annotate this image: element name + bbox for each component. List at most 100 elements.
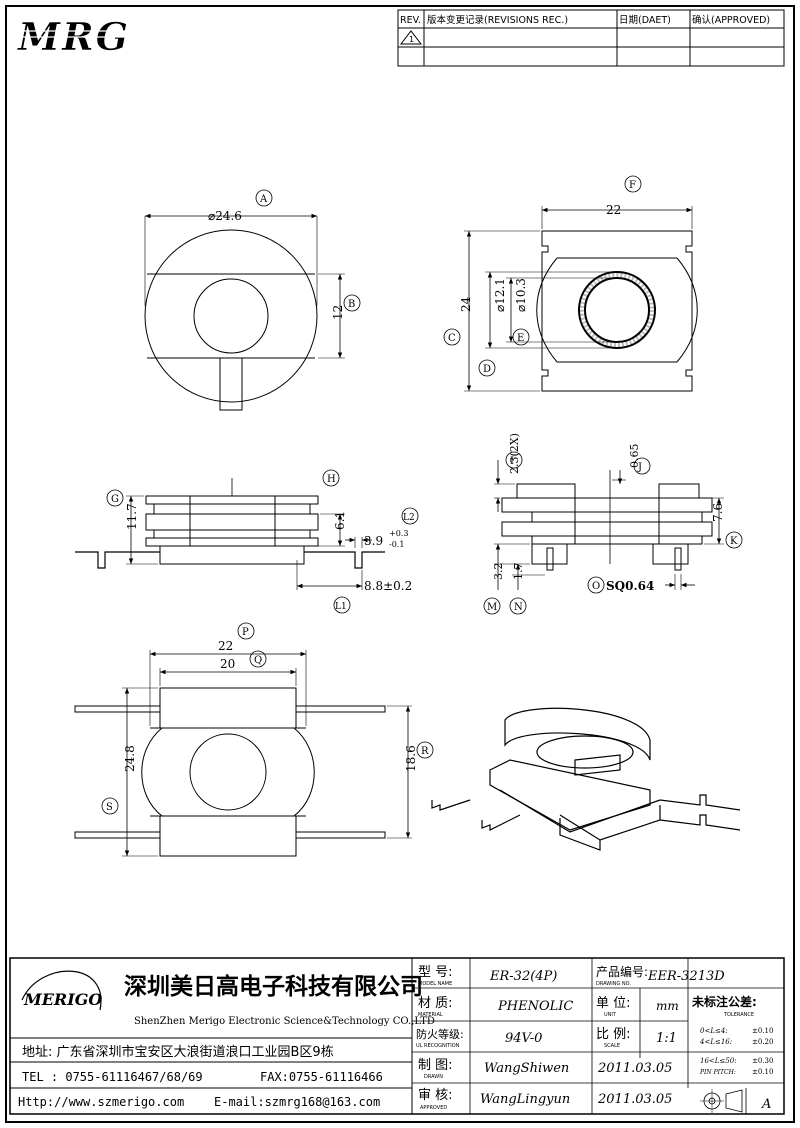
dim-1-7: 1.7 bbox=[512, 563, 525, 581]
drawn-value: WangShiwen bbox=[484, 1061, 569, 1076]
unit-label: 单 位: bbox=[596, 996, 631, 1011]
material-value: PHENOLIC bbox=[497, 999, 573, 1014]
material-sub: MATERIAL bbox=[418, 1012, 443, 1018]
model-sub: MODEL NAME bbox=[418, 981, 452, 987]
company-tel: TEL : 0755-61116467/68/69 bbox=[22, 1070, 203, 1084]
dim-22-bottom: 22 bbox=[218, 639, 233, 653]
drawn-sub: DRAWN bbox=[424, 1074, 443, 1080]
tol-value-2: ±0.20 bbox=[752, 1038, 773, 1046]
dim-18-6: 18.6 bbox=[404, 745, 418, 772]
revisions-header: 版本变更记录(REVISIONS REC.) bbox=[427, 14, 568, 26]
model-value: ER-32(4P) bbox=[489, 969, 557, 984]
scale-sub: SCALE bbox=[604, 1043, 620, 1049]
callout-p: P bbox=[242, 627, 249, 638]
callout-l1: L1 bbox=[335, 602, 347, 612]
company-address: 地址: 广东省深圳市宝安区大浪街道浪口工业园B区9栋 bbox=[22, 1044, 334, 1060]
drawing-label: 产品编号: bbox=[596, 964, 648, 979]
dim-20: 20 bbox=[220, 657, 235, 671]
material-label: 材 质: bbox=[418, 996, 453, 1011]
dim-24-8: 24.8 bbox=[123, 745, 137, 772]
tol-plus: +0.3 bbox=[389, 529, 408, 538]
dim-2-3: 2.3(2X) bbox=[508, 433, 521, 474]
dim-24: 24 bbox=[459, 296, 473, 312]
dim-dia-24-6: ⌀24.6 bbox=[208, 209, 242, 223]
callout-q: Q bbox=[254, 655, 262, 666]
drawn-label: 制 图: bbox=[418, 1058, 453, 1073]
company-name-en: ShenZhen Merigo Electronic Science&Techn… bbox=[134, 1016, 435, 1027]
top-view-left bbox=[144, 189, 361, 411]
dim-12-left: 12 bbox=[331, 305, 345, 320]
tolerance-sub: TOLERANCE bbox=[723, 1012, 754, 1018]
svg-text:MERIGO: MERIGO bbox=[23, 990, 102, 1009]
drawn-date: 2011.03.05 bbox=[597, 1061, 672, 1076]
company-website[interactable]: Http://www.szmerigo.com bbox=[18, 1095, 184, 1109]
tol-range-3: 16<L≤50: bbox=[700, 1057, 737, 1065]
drawing-sub: DRAWING NO. bbox=[596, 981, 631, 987]
company-email[interactable]: E-mail:szmrg168@163.com bbox=[214, 1095, 380, 1109]
dim-sq-0-64: SQ0.64 bbox=[606, 579, 654, 593]
callout-l2: L2 bbox=[403, 513, 415, 523]
tolerance-label: 未标注公差: bbox=[691, 994, 757, 1009]
callout-b: B bbox=[348, 299, 355, 310]
dim-3-2: 3.2 bbox=[492, 563, 505, 581]
unit-sub: UNIT bbox=[604, 1012, 617, 1018]
callout-g: G bbox=[111, 494, 119, 505]
callout-k: K bbox=[730, 536, 738, 547]
dim-8-8: 8.8±0.2 bbox=[364, 579, 412, 593]
dim-3-9: 3.9 bbox=[364, 534, 383, 548]
tol-value-3: ±0.30 bbox=[752, 1057, 773, 1065]
rev-header: REV. bbox=[400, 15, 421, 26]
rev-triangle-icon bbox=[399, 30, 423, 45]
callout-h: H bbox=[327, 474, 336, 485]
tol-value-1: ±0.10 bbox=[752, 1027, 773, 1035]
tol-value-4: ±0.10 bbox=[752, 1068, 773, 1076]
callout-j: J bbox=[637, 462, 642, 473]
callout-c: C bbox=[448, 333, 456, 344]
approved-label: 审 核: bbox=[418, 1088, 453, 1103]
revision-table: REV. 版本变更记录(REVISIONS REC.) 日期(DAET) 确认(… bbox=[397, 9, 785, 67]
mrg-logo: MRG bbox=[16, 14, 142, 59]
isometric-view bbox=[431, 707, 741, 851]
fire-value: 94V-0 bbox=[505, 1031, 542, 1046]
dim-dia-10-3: ⌀10.3 bbox=[514, 278, 528, 312]
title-block bbox=[9, 957, 785, 1115]
callout-d: D bbox=[483, 364, 491, 375]
scale-label: 比 例: bbox=[596, 1027, 631, 1042]
side-view-left bbox=[75, 469, 419, 614]
dim-11-7: 11.7 bbox=[125, 503, 139, 530]
fire-sub: UL RECOGNITION bbox=[416, 1043, 460, 1049]
callout-a: A bbox=[259, 194, 268, 205]
dim-dia-12-1: ⌀12.1 bbox=[493, 278, 507, 312]
top-view-right bbox=[443, 175, 698, 392]
callout-n: N bbox=[514, 602, 523, 613]
dim-6-1: 6.1 bbox=[333, 511, 347, 530]
sheet-rev-letter: A bbox=[761, 1097, 771, 1112]
callout-f: F bbox=[629, 180, 636, 191]
bottom-view-left bbox=[74, 622, 434, 857]
fire-label: 防火等级: bbox=[416, 1027, 464, 1041]
callout-e: E bbox=[517, 333, 524, 344]
callout-s: S bbox=[106, 802, 113, 813]
company-fax: FAX:0755-61116466 bbox=[260, 1070, 383, 1084]
tol-minus: -0.1 bbox=[389, 540, 404, 549]
tol-range-4: PIN PITCH: bbox=[699, 1069, 736, 1076]
dim-0-65: 0.65 bbox=[628, 444, 641, 469]
drawing-value: EER-3213D bbox=[647, 969, 725, 984]
unit-value: mm bbox=[656, 999, 679, 1013]
scale-value: 1:1 bbox=[656, 1031, 677, 1046]
approved-value: WangLingyun bbox=[480, 1092, 570, 1107]
tol-range-2: 4<L≤16: bbox=[699, 1038, 732, 1046]
side-view-right bbox=[483, 451, 743, 615]
approved-sub: APPROVED bbox=[420, 1105, 447, 1111]
approved-date: 2011.03.05 bbox=[597, 1092, 672, 1107]
rev-mark: 1 bbox=[409, 35, 414, 44]
company-name-cn: 深圳美日高电子科技有限公司 bbox=[124, 973, 423, 1000]
tol-range-1: 0<L≤4: bbox=[700, 1027, 728, 1035]
model-label: 型 号: bbox=[418, 965, 453, 980]
sheet-border bbox=[5, 5, 795, 1123]
merigo-logo: MERIGO bbox=[21, 970, 102, 1011]
svg-text:MRG: MRG bbox=[16, 14, 130, 59]
callout-i: I bbox=[510, 456, 514, 467]
dim-7-6: 7.6 bbox=[711, 503, 725, 522]
